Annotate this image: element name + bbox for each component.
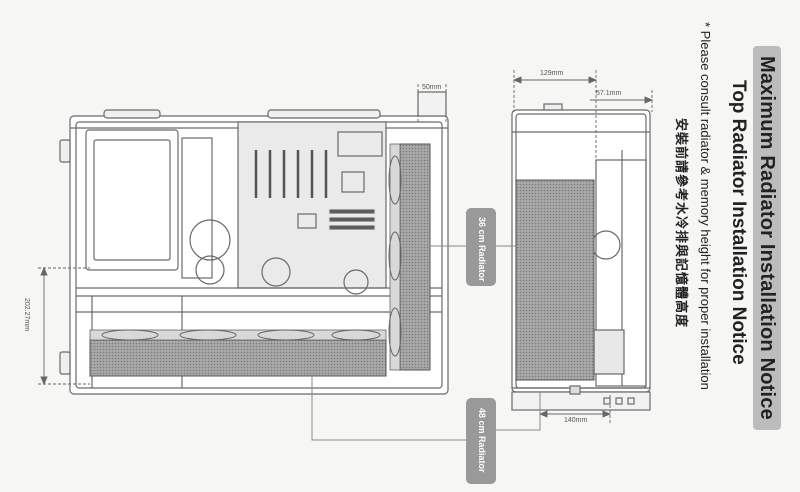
notice-note-chinese: 安裝前請參考水冷排與記憶體高度 [674,118,689,329]
bottom-width-dimension [538,395,612,424]
notice-subtitle: Top Radiator Installation Notice [728,80,749,365]
side-height-dimension [38,266,90,386]
radiator-48-badge: 48 cm Radiator [466,398,496,484]
notice-title: Maximum Radiator Installation Notice [753,46,781,430]
badge-connectors [311,245,541,441]
radiator-36-badge: 36 cm Radiator [466,208,496,286]
front-offset-label: 57.1mm [596,90,622,97]
front-width-label: 129mm [540,70,564,77]
notice-note: * Please consult radiator & memory heigh… [698,22,713,390]
top-clearance-dimension [417,84,447,122]
top-clearance-label: 50mm [422,84,442,91]
side-view-case [59,91,449,395]
side-height-label: 202.27mm [23,298,30,332]
radiator-48-side [89,329,387,377]
radiator-48-label: 48 cm Radiator [477,408,487,473]
radiator-36-label: 36 cm Radiator [477,217,487,282]
bottom-width-label: 140mm [564,417,588,424]
radiator-front [515,179,595,381]
front-width-dimension [512,70,598,180]
front-offset-dimension [590,90,654,112]
radiator-36-side [388,143,431,371]
